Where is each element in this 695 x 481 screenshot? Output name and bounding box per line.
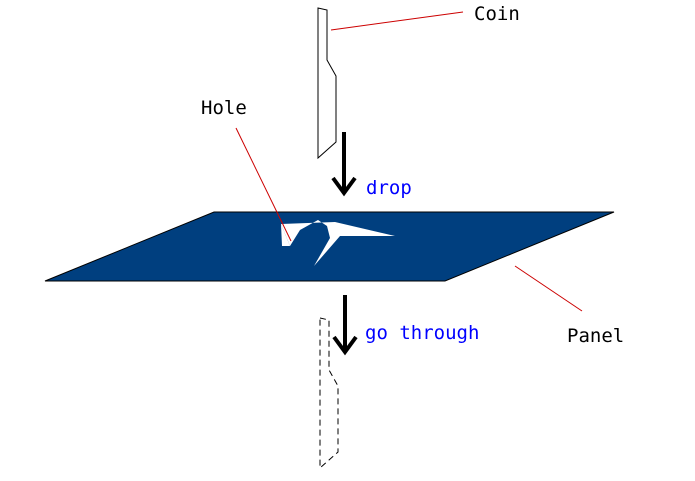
- hole-inner-edge: [281, 224, 298, 246]
- panel-leader-line: [514, 265, 583, 312]
- coin-leader-line: [330, 11, 464, 31]
- coin-label: Coin: [474, 3, 520, 25]
- go-through-arrow: [332, 295, 358, 356]
- hole-label: Hole: [201, 97, 247, 119]
- coin-ghost: [319, 317, 339, 470]
- hole-leader-line: [235, 127, 292, 242]
- panel-label: Panel: [567, 325, 624, 347]
- go-through-label: go through: [365, 322, 479, 344]
- hole: [281, 220, 395, 266]
- drop-label: drop: [366, 177, 412, 199]
- drop-arrow: [331, 132, 357, 197]
- coin: [317, 7, 337, 160]
